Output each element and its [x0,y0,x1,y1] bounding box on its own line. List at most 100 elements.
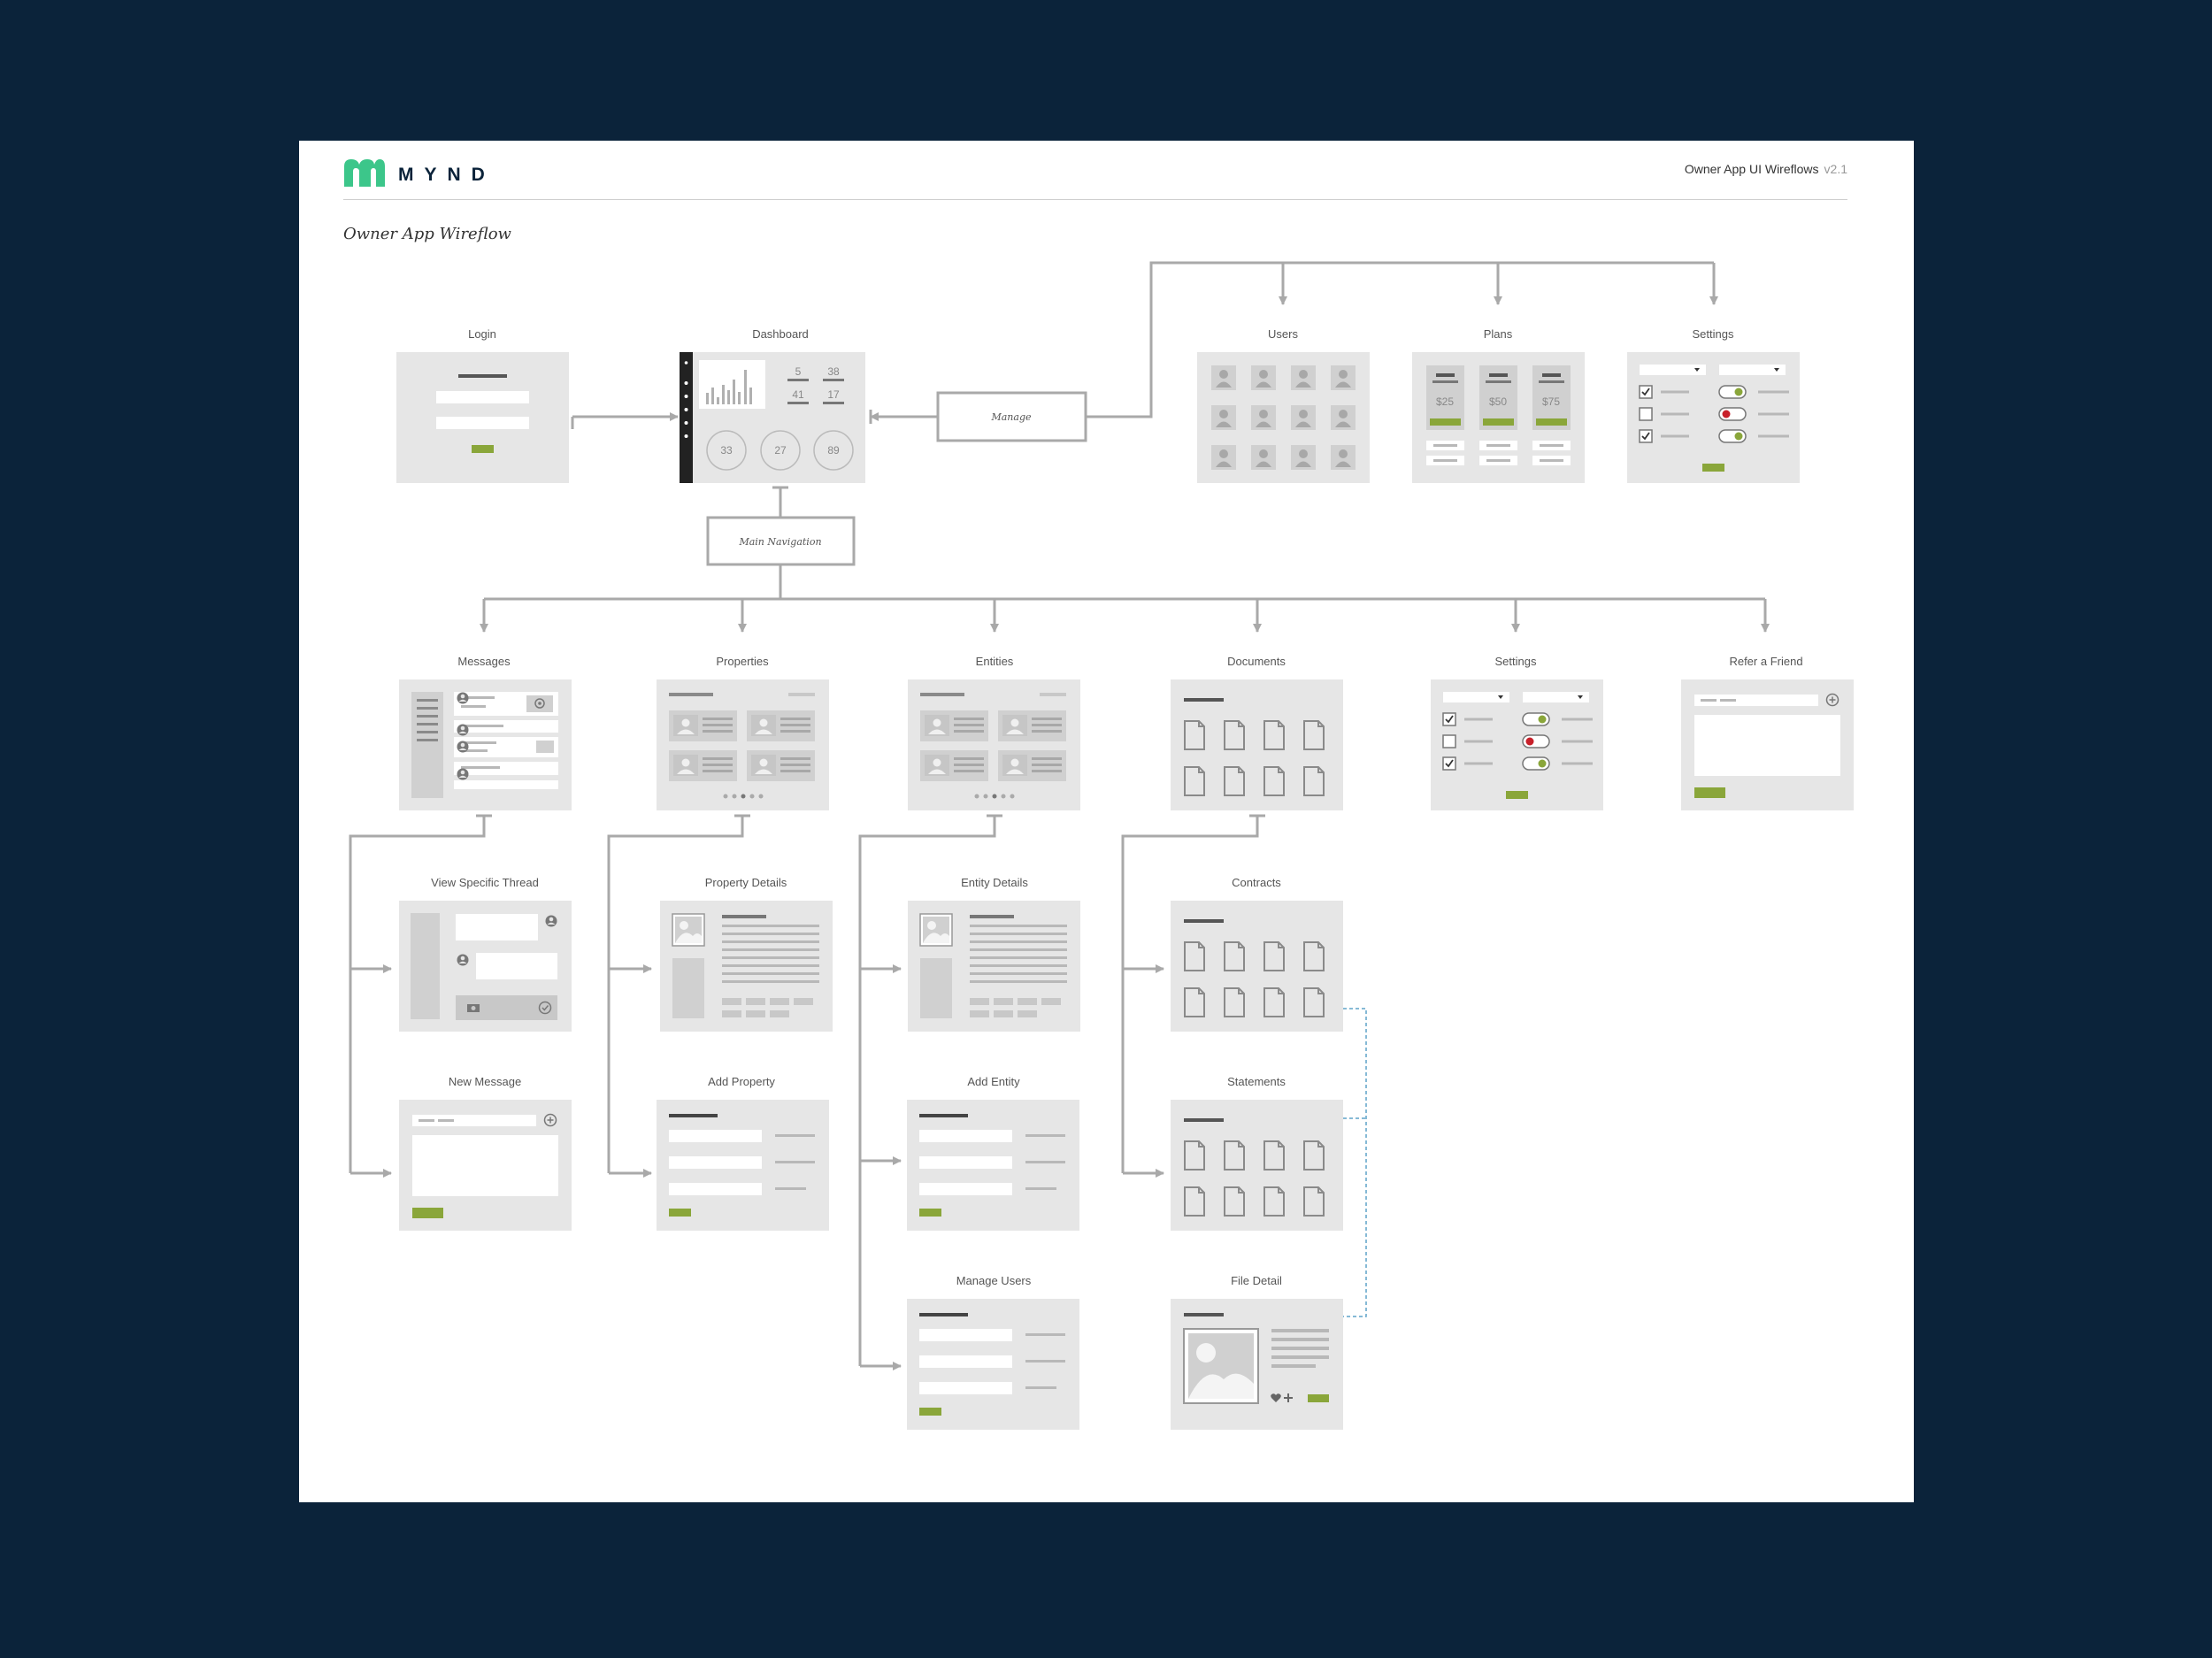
entities-screen[interactable] [908,679,1080,810]
stat-4: 17 [827,388,840,401]
new-message-screen[interactable] [399,1100,572,1231]
properties-screen[interactable] [657,679,829,810]
checkbox [1639,407,1653,421]
chevron-down-icon [1498,695,1503,699]
user-avatar-icon [1291,405,1316,430]
entity-details-screen[interactable] [908,901,1080,1032]
pager-dot [1001,794,1006,799]
image-placeholder-icon [672,913,705,947]
submit-button [669,1209,691,1217]
listing-card [669,710,737,741]
check-circle-icon [538,1001,552,1015]
avatar-icon [457,768,469,780]
dropdown [1523,692,1589,702]
listing-card [998,710,1066,741]
user-avatar-icon [1251,405,1276,430]
dashboard-screen[interactable]: 5 38 41 17 33 27 89 [680,352,865,483]
file-detail-screen[interactable] [1171,1299,1343,1430]
settings-nav-screen[interactable] [1431,679,1603,810]
heart-icon [1271,1393,1281,1402]
dashed-link [1343,1008,1367,1317]
pager-dot [758,794,764,799]
entity-details-label: Entity Details [961,876,1028,889]
listing-card [920,750,988,781]
manage-box[interactable]: Manage [936,391,1087,442]
checkbox [1442,734,1456,748]
messages-screen[interactable] [399,679,572,810]
plus-icon [1284,1393,1293,1402]
dashboard-label: Dashboard [752,327,809,341]
submit-button [919,1209,941,1217]
circle-2: 27 [774,444,787,457]
toggle [1718,385,1747,399]
user-avatar-icon [1251,365,1276,390]
refer-friend-screen[interactable] [1681,679,1854,810]
chevron-down-icon [1774,368,1779,372]
pager-dot [1010,794,1015,799]
toggle [1522,756,1550,771]
stat-2: 38 [827,365,840,378]
image-placeholder-icon [1002,755,1027,776]
view-thread-screen[interactable] [399,901,572,1032]
toggle [1522,734,1550,748]
refer-label: Refer a Friend [1729,655,1802,668]
users-label: Users [1268,327,1298,341]
messages-label: Messages [457,655,511,668]
chevron-down-icon [1578,695,1583,699]
user-avatar-icon [1291,445,1316,470]
image-placeholder-icon [751,755,776,776]
form-field [919,1183,1012,1195]
main-navigation-box[interactable]: Main Navigation [706,516,856,566]
entities-label: Entities [976,655,1014,668]
stat-1: 5 [795,365,802,378]
image-placeholder-icon [1002,715,1027,736]
file-detail-label: File Detail [1231,1274,1282,1287]
manage-users-label: Manage Users [956,1274,1032,1287]
user-avatar-icon [1251,445,1276,470]
contracts-label: Contracts [1232,876,1281,889]
doc-title-text: Owner App UI Wireflows [1684,162,1819,176]
image-placeholder-icon [925,715,949,736]
image-placeholder-icon [673,755,698,776]
login-screen[interactable] [396,352,569,483]
avatar-icon [457,954,469,966]
pager-dot [741,794,746,799]
dropdown [1640,365,1706,375]
checkbox [1639,385,1653,399]
main-navigation-label: Main Navigation [738,536,821,548]
plans-label: Plans [1484,327,1513,341]
plans-screen[interactable]: $25 $50 $75 [1412,352,1585,483]
user-avatar-icon [1331,365,1356,390]
avatar-icon [457,724,469,736]
pager-dot [974,794,979,799]
new-message-label: New Message [449,1075,521,1088]
user-avatar-icon [1331,405,1356,430]
listing-card [747,750,815,781]
plan-3-price: $75 [1542,395,1560,408]
settings-nav-label: Settings [1495,655,1537,668]
form-field [919,1382,1012,1394]
form-field [919,1130,1012,1142]
view-thread-label: View Specific Thread [431,876,539,889]
user-avatar-icon [1331,445,1356,470]
form-field [669,1156,762,1169]
toggle [1718,429,1747,443]
statements-screen[interactable] [1171,1100,1343,1231]
pager-dot [992,794,997,799]
property-details-screen[interactable] [660,901,833,1032]
login-label: Login [468,327,496,341]
add-property-screen[interactable] [657,1100,829,1231]
settings-top-label: Settings [1693,327,1734,341]
pager-dot [749,794,755,799]
manage-users-screen[interactable] [907,1299,1079,1430]
users-screen[interactable] [1197,352,1370,483]
add-entity-screen[interactable] [907,1100,1079,1231]
documents-screen[interactable] [1171,679,1343,810]
add-entity-label: Add Entity [967,1075,1020,1088]
form-field [669,1183,762,1195]
settings-top-screen[interactable] [1627,352,1800,483]
contracts-screen[interactable] [1171,901,1343,1032]
stat-3: 41 [792,388,804,401]
